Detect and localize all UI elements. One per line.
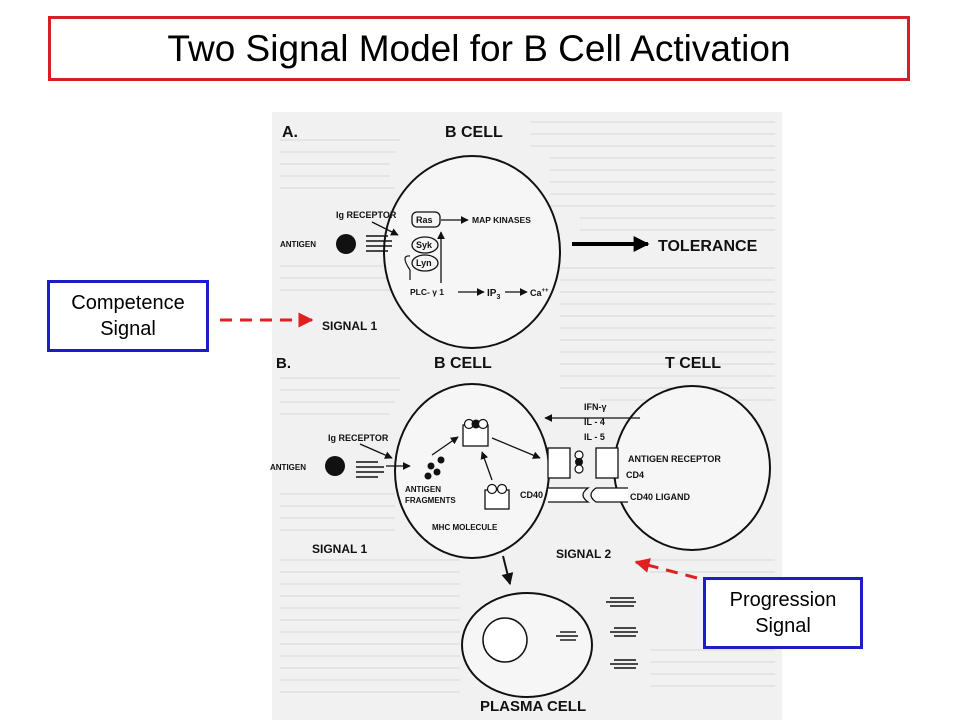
plc-label: PLC- γ 1 [410, 287, 444, 297]
panel-b-signal-2-label: SIGNAL 2 [556, 547, 611, 561]
progression-signal-line-1: Progression [729, 589, 837, 611]
differentiation-arrow [501, 555, 514, 586]
syk-oval [411, 236, 439, 254]
antigen-receptor-label: ANTIGEN RECEPTOR [628, 454, 721, 464]
il-5-label: IL - 5 [584, 432, 605, 442]
mhc-loaded-icon [462, 418, 489, 447]
panel-b-ig-receptor-icon [356, 461, 384, 478]
ras-box [411, 211, 441, 228]
panel-a-ig-receptor-label: Ig RECEPTOR [336, 210, 397, 220]
panel-b-ig-receptor-arrow [359, 443, 393, 459]
panel-a-b-cell [383, 155, 561, 349]
ca-label: Ca++ [530, 288, 549, 298]
lyn-oval [411, 254, 439, 272]
progression-signal-line-2: Signal [755, 615, 811, 637]
mhc-molecule-label: MHC MOLECULE [432, 523, 498, 532]
antigen-fragments-icon [424, 456, 445, 480]
il-4-label: IL - 4 [584, 417, 605, 427]
cd40-ligand-contact [548, 487, 628, 503]
ras-label: Ras [416, 215, 433, 225]
faint-text-lines [280, 121, 775, 693]
progression-signal-callout: Progression Signal [703, 577, 863, 649]
panel-b-ig-receptor-label: Ig RECEPTOR [328, 433, 389, 443]
panel-b-antigen-label: ANTIGEN [270, 463, 306, 472]
panel-a-b-cell-label: B CELL [445, 124, 503, 141]
ifn-gamma-label: IFN-γ [584, 402, 607, 412]
panel-b-signal-1-label: SIGNAL 1 [312, 542, 367, 556]
panel-a-ig-receptor-arrow [371, 221, 399, 236]
mhc-tcr-contact [547, 447, 619, 479]
panel-b-b-cell-label: B CELL [434, 355, 492, 372]
panel-a-antigen-label: ANTIGEN [280, 240, 316, 249]
secreted-antibodies-icon [556, 597, 638, 669]
lyn-label: Lyn [416, 258, 432, 268]
mhc-to-surface-arrow [491, 437, 541, 459]
tolerance-label: TOLERANCE [658, 238, 758, 255]
panel-b-label: B. [276, 355, 291, 372]
plasma-cell-nucleus [482, 617, 528, 663]
cd40-ligand-label: CD40 LIGAND [630, 492, 691, 502]
map-kinases-label: MAP KINASES [472, 215, 531, 225]
title-box: Two Signal Model for B Cell Activation [48, 16, 910, 81]
antigen-fragments-label-1: ANTIGEN [405, 485, 441, 494]
syk-label: Syk [416, 240, 433, 250]
antigen-fragments-label-2: FRAGMENTS [405, 496, 456, 505]
panel-a-connector [404, 255, 411, 280]
page-title: Two Signal Model for B Cell Activation [167, 27, 791, 69]
ip3-label: IP3 [487, 288, 500, 301]
competence-signal-line-1: Competence [71, 292, 185, 314]
panel-a-signal-1-label: SIGNAL 1 [322, 319, 377, 333]
cd4-label: CD4 [626, 470, 644, 480]
panel-a-antigen-icon [336, 234, 356, 254]
panel-b-t-cell [613, 385, 771, 551]
panel-a-label: A. [282, 124, 298, 141]
fragments-to-mhc-arrow [431, 436, 459, 456]
panel-b-t-cell-label: T CELL [665, 355, 721, 372]
progression-signal-arrow [634, 558, 698, 580]
panel-b-antigen-icon [325, 456, 345, 476]
mhc-up-arrow [480, 451, 493, 481]
competence-signal-callout: Competence Signal [47, 280, 209, 352]
cd40-label: CD40 [520, 490, 543, 500]
panel-a-ig-receptor-icon [366, 235, 392, 252]
competence-signal-line-2: Signal [100, 318, 156, 340]
mhc-empty-icon [484, 483, 510, 510]
plasma-cell-label: PLASMA CELL [480, 698, 586, 715]
